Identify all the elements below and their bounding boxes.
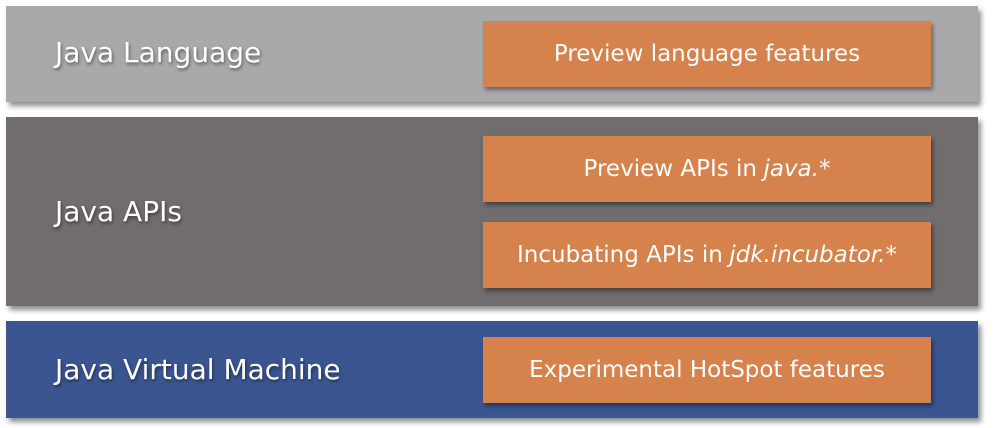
preview-apis-package: java.* bbox=[763, 156, 831, 182]
experimental-hotspot-features-box: Experimental HotSpot features bbox=[483, 337, 931, 403]
preview-apis-text: Preview APIs in bbox=[583, 156, 758, 182]
preview-apis-box: Preview APIs in java.* bbox=[483, 136, 931, 202]
java-language-label: Java Language bbox=[55, 36, 262, 69]
incubating-apis-box: Incubating APIs in jdk.incubator.* bbox=[483, 222, 931, 288]
preview-language-features-text: Preview language features bbox=[553, 41, 861, 67]
experimental-hotspot-features-text: Experimental HotSpot features bbox=[529, 357, 885, 383]
preview-language-features-box: Preview language features bbox=[483, 21, 931, 87]
java-apis-label: Java APIs bbox=[55, 195, 182, 228]
incubating-apis-text: Incubating APIs in bbox=[516, 242, 723, 268]
java-virtual-machine-label: Java Virtual Machine bbox=[55, 353, 341, 386]
incubating-apis-package: jdk.incubator.* bbox=[729, 242, 897, 268]
